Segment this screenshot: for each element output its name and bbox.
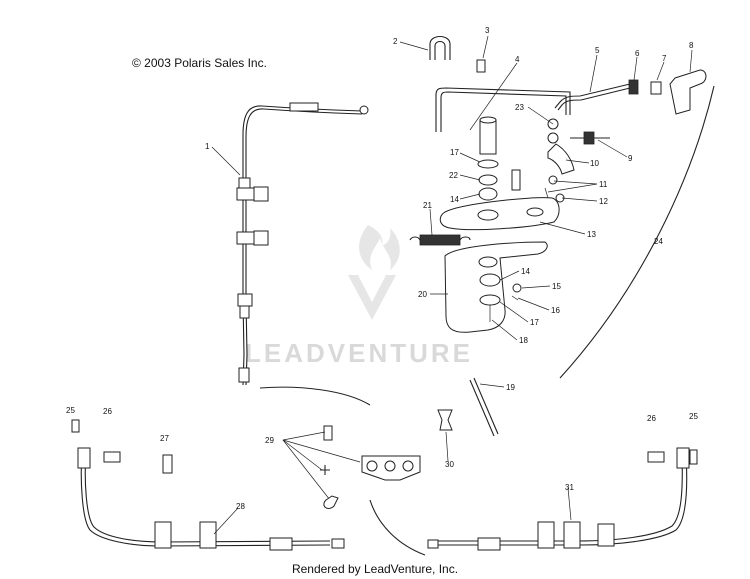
callout-12: 12 bbox=[599, 197, 608, 206]
callout-10: 10 bbox=[590, 159, 599, 168]
callout-11: 11 bbox=[599, 180, 608, 189]
footer-credit: Rendered by LeadVenture, Inc. bbox=[291, 562, 459, 576]
callout-25-left: 25 bbox=[66, 406, 75, 415]
callout-18: 18 bbox=[519, 336, 528, 345]
copyright-notice: © 2003 Polaris Sales Inc. bbox=[132, 56, 267, 70]
leader-lines bbox=[211, 35, 693, 535]
callout-22: 22 bbox=[449, 171, 458, 180]
callout-29: 29 bbox=[265, 436, 274, 445]
callout-20: 20 bbox=[418, 290, 427, 299]
callout-19: 19 bbox=[506, 383, 515, 392]
callout-17-lower: 17 bbox=[530, 318, 539, 327]
callout-5: 5 bbox=[595, 46, 600, 55]
throttle-cable-part-1 bbox=[236, 102, 369, 386]
callout-9: 9 bbox=[628, 154, 633, 163]
callout-26-left: 26 bbox=[103, 407, 112, 416]
callout-17-upper: 17 bbox=[450, 148, 459, 157]
callout-1: 1 bbox=[205, 142, 210, 151]
callout-2: 2 bbox=[393, 37, 398, 46]
callout-24: 24 bbox=[654, 237, 663, 246]
callout-28: 28 bbox=[236, 502, 245, 511]
callout-23: 23 bbox=[515, 103, 524, 112]
callout-15: 15 bbox=[552, 282, 561, 291]
callout-21: 21 bbox=[423, 201, 432, 210]
callout-31: 31 bbox=[565, 483, 574, 492]
callout-7: 7 bbox=[662, 54, 667, 63]
brake-cable-assembly bbox=[71, 386, 698, 556]
watermark: LEADVENTURE bbox=[245, 338, 474, 368]
callout-30: 30 bbox=[445, 460, 454, 469]
callout-8: 8 bbox=[689, 41, 694, 50]
callout-26-right: 26 bbox=[647, 414, 656, 423]
callout-14-upper: 14 bbox=[450, 195, 459, 204]
callout-4: 4 bbox=[515, 55, 520, 64]
callout-14-lower: 14 bbox=[521, 267, 530, 276]
callout-labels: 1 2 3 4 5 6 7 8 9 10 11 12 13 14 14 15 1… bbox=[66, 26, 698, 511]
watermark-logo bbox=[348, 225, 400, 320]
callout-6: 6 bbox=[635, 49, 640, 58]
callout-25-right: 25 bbox=[689, 412, 698, 421]
callout-13: 13 bbox=[587, 230, 596, 239]
shift-linkage-assembly bbox=[409, 35, 715, 437]
callout-27: 27 bbox=[160, 434, 169, 443]
callout-16: 16 bbox=[551, 306, 560, 315]
callout-3: 3 bbox=[485, 26, 490, 35]
